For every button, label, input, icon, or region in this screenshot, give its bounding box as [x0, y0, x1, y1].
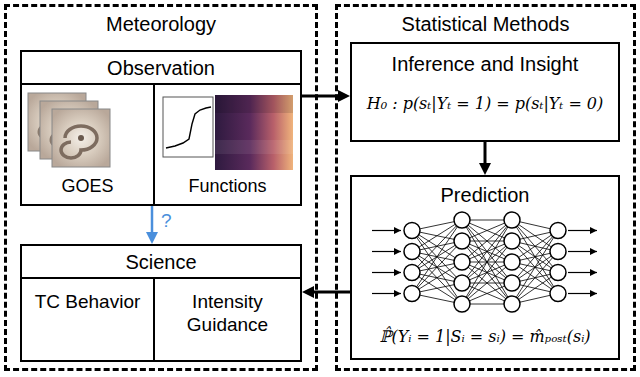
formula: H₀ : p(sₜ|Yₜ = 1) = p(sₜ|Yₜ = 0): [356, 94, 614, 113]
neuron: [550, 286, 566, 302]
neuron: [454, 275, 470, 291]
network-link: [462, 241, 512, 304]
input-arrow: [372, 293, 401, 294]
formula: ℙ̂(Yᵢ = 1|Sᵢ = sᵢ) = m̂ₚₒₛₜ(sᵢ): [356, 327, 614, 346]
neuron: [504, 275, 520, 291]
network-link: [462, 220, 512, 283]
satellite-image-stack: [28, 93, 110, 167]
network-link: [462, 220, 512, 283]
function-plots: [163, 95, 293, 170]
box-title: Meteorology: [11, 12, 311, 36]
heatmap-band: [215, 95, 293, 113]
heatmap: [215, 95, 293, 170]
group-panel: MeteorologyObservationGOES FunctionsScien…: [4, 4, 318, 371]
neuron: [504, 233, 520, 249]
network-link: [412, 262, 462, 294]
input-arrow: [372, 272, 401, 273]
process-box: Predictionℙ̂(Yᵢ = 1|Sᵢ = sᵢ) = m̂ₚₒₛₜ(sᵢ…: [350, 175, 620, 360]
neuron: [454, 233, 470, 249]
satellite-image: [52, 109, 110, 167]
data-cell: Functions: [155, 83, 300, 204]
flow-arrow: [484, 142, 487, 167]
output-arrow: [568, 272, 597, 273]
science-box: Science TC Behavior Intensity Guidance: [20, 244, 302, 362]
input-arrow: [372, 230, 401, 231]
profile-curve: [166, 107, 211, 148]
neuron: [454, 212, 470, 228]
input-arrow: [372, 251, 401, 252]
box-title: Inference and Insight: [356, 52, 614, 76]
box-title: Prediction: [356, 183, 614, 207]
neuron: [454, 254, 470, 270]
cyclone-eye: [78, 135, 84, 141]
box-title: GOES: [26, 176, 149, 198]
heatmap-band: [215, 140, 293, 154]
box-title: Science: [26, 250, 296, 274]
neuron: [550, 223, 566, 239]
output-arrow: [568, 293, 597, 294]
box-title: Intensity Guidance: [159, 291, 296, 337]
data-cell: GOES: [22, 83, 155, 204]
neuron: [454, 296, 470, 312]
open-question-arrow: [151, 206, 154, 236]
neuron: [504, 212, 520, 228]
network-link: [412, 273, 462, 305]
box-title: Functions: [159, 176, 296, 198]
science-cell: TC Behavior: [22, 277, 155, 360]
science-cell: Intensity Guidance: [155, 277, 300, 360]
box-title: TC Behavior: [26, 291, 149, 314]
line-plot-frame: [163, 97, 213, 157]
edge-label: ?: [159, 211, 174, 232]
output-arrow: [568, 230, 597, 231]
group-panel: Statistical MethodsInference and Insight…: [335, 4, 636, 371]
process-box: Inference and Insight H₀ : p(sₜ|Yₜ = 1) =…: [350, 42, 620, 142]
neuron: [550, 244, 566, 260]
box-title: Observation: [26, 56, 296, 80]
neural-network: [372, 212, 597, 312]
neuron: [404, 244, 420, 260]
neuron: [504, 296, 520, 312]
neuron: [404, 286, 420, 302]
neuron: [404, 223, 420, 239]
output-arrow: [568, 251, 597, 252]
observation-box: ObservationGOES Functions: [20, 50, 302, 206]
cyclone-swirl: [61, 126, 97, 158]
network-link: [462, 241, 512, 304]
neuron: [504, 254, 520, 270]
neuron: [404, 265, 420, 281]
box-title: Statistical Methods: [342, 12, 629, 36]
neuron: [550, 265, 566, 281]
